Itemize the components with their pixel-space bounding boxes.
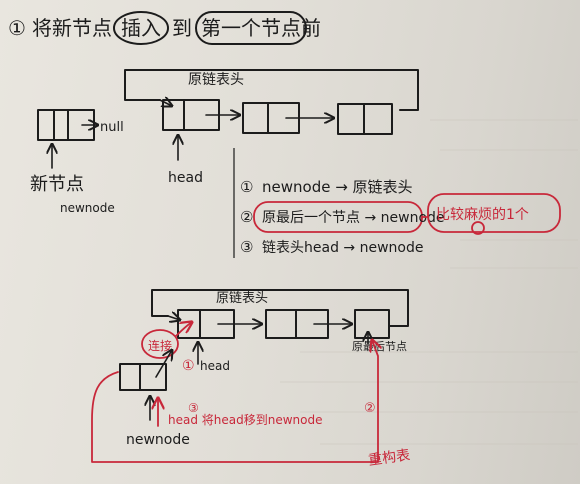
bleed-through-text (280, 119, 578, 445)
title: ① 将新节点 插入 到 第一个节点前 (8, 11, 321, 45)
bottom-step-2-marker: ② (364, 401, 376, 416)
connect-circle (141, 329, 179, 359)
tail-label: 原最后节点 (352, 340, 407, 353)
new-node-name: newnode (60, 201, 115, 215)
connect-arrow (175, 322, 192, 337)
step-3-text: 链表头head → newnode (262, 240, 423, 256)
bottom-head-label: head (200, 359, 230, 373)
head-label: head (168, 170, 203, 186)
move-head-text: head 将head移到newnode (168, 413, 322, 427)
circle-insert (113, 11, 169, 45)
rebuild-label: 重构表 (367, 447, 411, 469)
move-head-marker: ③ (188, 401, 199, 415)
title-text-before: 将新节点 (32, 16, 112, 40)
newnode-to-head-arrow (155, 350, 172, 378)
rebuild-loop (91, 340, 378, 463)
bottom-original-list-label: 原链表头 (216, 291, 268, 306)
bottom-node-3 (354, 309, 390, 339)
circular-loop-line (124, 69, 419, 111)
bottom-loop-line (151, 289, 409, 327)
step-1-text: newnode → 原链表头 (262, 178, 413, 196)
bottom-diagram: 原链表头 连接 ① head 原最后节点 newnode ③ head 将hea… (91, 289, 411, 469)
step-2-text: 原最后一个节点 → newnode (262, 210, 445, 226)
new-node-null: null (100, 120, 124, 135)
bottom-new-node (119, 363, 167, 391)
connect-label: 连接 (148, 338, 172, 353)
bottom-step-1-marker: ① (182, 358, 195, 374)
original-list-label: 原链表头 (188, 72, 244, 88)
new-node-label: 新节点 (30, 174, 84, 195)
title-text-middle: 到 (172, 16, 192, 40)
circle-target (195, 11, 307, 45)
top-diagram: null 新节点 newnode 原链表头 head ① newnode → 原… (30, 69, 561, 258)
title-circled-word: 插入 (121, 16, 161, 40)
step-3-number: ③ (240, 238, 253, 256)
annotation-dot (471, 221, 485, 235)
annotation-text: 比较麻烦的1个 (436, 207, 529, 223)
bottom-newnode-label: newnode (126, 432, 190, 448)
title-step-marker: ① (8, 16, 26, 40)
annotation-bubble (427, 193, 561, 233)
step-1-number: ① (240, 178, 253, 196)
step-2-number: ② (240, 208, 253, 226)
title-circled-target: 第一个节点前 (201, 16, 321, 40)
